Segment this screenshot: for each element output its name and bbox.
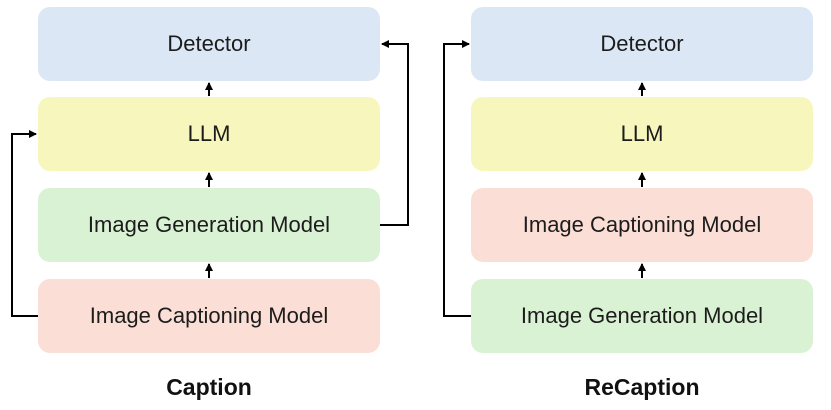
left-llm-box: LLM (38, 97, 380, 171)
left-arrow-generation-to-detector (380, 40, 409, 226)
right-column-caption: ReCaption (584, 374, 700, 400)
right-image-captioning-box: Image Captioning Model (471, 188, 813, 262)
left-image-captioning-box: Image Captioning Model (38, 279, 380, 353)
right-image-generation-box: Image Generation Model (471, 279, 813, 353)
left-column-caption: Caption (166, 374, 252, 400)
right-llm-label: LLM (620, 121, 664, 146)
right-llm-box: LLM (471, 97, 813, 171)
right-image-generation-label: Image Generation Model (520, 303, 764, 328)
left-llm-label: LLM (187, 121, 231, 146)
left-image-generation-box: Image Generation Model (38, 188, 380, 262)
right-arrow-generation-to-detector (443, 40, 471, 317)
right-detector-box: Detector (471, 7, 813, 81)
left-image-captioning-label: Image Captioning Model (89, 303, 329, 328)
left-arrow-captioning-to-llm (11, 130, 38, 317)
right-detector-label: Detector (600, 31, 684, 56)
left-detector-label: Detector (167, 31, 251, 56)
right-image-captioning-label: Image Captioning Model (522, 212, 762, 237)
left-detector-box: Detector (38, 7, 380, 81)
left-image-generation-label: Image Generation Model (87, 212, 331, 237)
